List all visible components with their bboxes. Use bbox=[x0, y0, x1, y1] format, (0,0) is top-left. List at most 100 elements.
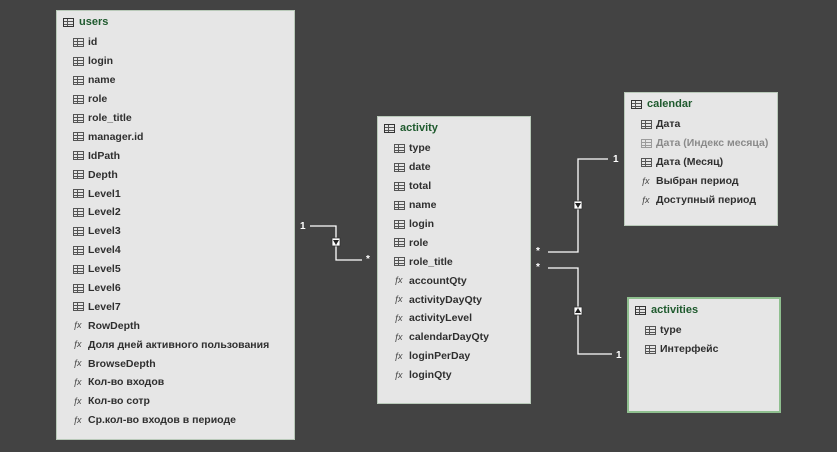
column-field[interactable]: total bbox=[378, 177, 530, 196]
table-header[interactable]: calendar bbox=[625, 93, 777, 115]
measure-icon: ƒx bbox=[394, 350, 403, 361]
column-icon bbox=[73, 170, 84, 180]
column-field[interactable]: role bbox=[378, 233, 530, 252]
column-field[interactable]: login bbox=[57, 52, 294, 71]
column-icon bbox=[645, 344, 656, 354]
measure-field[interactable]: ƒx loginPerDay bbox=[378, 347, 530, 366]
column-icon bbox=[641, 138, 652, 148]
column-icon bbox=[394, 219, 405, 229]
column-field[interactable]: role_title bbox=[378, 252, 530, 271]
column-field[interactable]: Интерфейс bbox=[629, 340, 779, 359]
column-field[interactable]: type bbox=[629, 321, 779, 340]
column-field[interactable]: Depth bbox=[57, 165, 294, 184]
table-icon bbox=[384, 123, 395, 133]
field-label: loginPerDay bbox=[409, 350, 471, 363]
measure-field[interactable]: ƒx RowDepth bbox=[57, 316, 294, 335]
measure-field[interactable]: ƒx Кол-во сотр bbox=[57, 392, 294, 411]
field-label: login bbox=[409, 218, 435, 230]
field-label: calendarDayQty bbox=[409, 331, 489, 344]
column-field[interactable]: name bbox=[378, 196, 530, 215]
column-field[interactable]: Level1 bbox=[57, 184, 294, 203]
cardinality-activity-many-3: * bbox=[536, 262, 540, 273]
field-label: Level1 bbox=[88, 187, 121, 200]
table-icon bbox=[635, 305, 646, 315]
field-label: Level6 bbox=[88, 282, 121, 295]
field-label: manager.id bbox=[88, 130, 144, 143]
filter-direction-arrow-icon bbox=[333, 240, 339, 245]
measure-icon: ƒx bbox=[73, 414, 82, 425]
field-label: loginQty bbox=[409, 369, 452, 382]
table-header[interactable]: users bbox=[57, 11, 294, 33]
column-field[interactable]: type bbox=[378, 139, 530, 158]
column-icon bbox=[73, 113, 84, 123]
field-label: Доступный период bbox=[656, 194, 756, 206]
column-icon bbox=[73, 207, 84, 217]
column-field[interactable]: Level2 bbox=[57, 203, 294, 222]
column-icon bbox=[73, 264, 84, 274]
measure-icon: ƒx bbox=[394, 312, 403, 323]
column-icon bbox=[73, 189, 84, 199]
column-icon bbox=[394, 257, 405, 267]
measure-field[interactable]: ƒx Ср.кол-во входов в периоде bbox=[57, 411, 294, 430]
measure-field[interactable]: ƒx calendarDayQty bbox=[378, 328, 530, 347]
filter-direction-arrow-icon bbox=[575, 203, 581, 208]
field-label: type bbox=[660, 324, 682, 337]
column-field[interactable]: manager.id bbox=[57, 127, 294, 146]
field-label: Кол-во сотр bbox=[88, 395, 150, 408]
column-field[interactable]: name bbox=[57, 71, 294, 90]
column-field[interactable]: Level4 bbox=[57, 241, 294, 260]
column-field[interactable]: Level3 bbox=[57, 222, 294, 241]
column-icon bbox=[394, 181, 405, 191]
column-field[interactable]: Level6 bbox=[57, 279, 294, 298]
column-icon bbox=[73, 302, 84, 312]
column-field[interactable]: Level5 bbox=[57, 260, 294, 279]
field-label: Ср.кол-во входов в периоде bbox=[88, 414, 236, 427]
field-label: Level7 bbox=[88, 300, 121, 313]
table-header[interactable]: activity bbox=[378, 117, 530, 139]
table-icon bbox=[631, 99, 642, 109]
table-header[interactable]: activities bbox=[629, 299, 779, 321]
field-label: Depth bbox=[88, 168, 118, 181]
field-label: IdPath bbox=[88, 149, 121, 162]
measure-icon: ƒx bbox=[73, 339, 82, 350]
field-label: Level4 bbox=[88, 244, 121, 257]
column-field[interactable]: role_title bbox=[57, 109, 294, 128]
table-title: users bbox=[79, 16, 109, 28]
measure-field[interactable]: ƒx Доступный период bbox=[625, 191, 777, 210]
measure-icon: ƒx bbox=[641, 194, 650, 205]
measure-icon: ƒx bbox=[641, 175, 650, 186]
column-field[interactable]: Дата (Месяц) bbox=[625, 153, 777, 172]
column-field[interactable]: role bbox=[57, 90, 294, 109]
measure-icon: ƒx bbox=[394, 294, 403, 305]
cardinality-activity-many-1: * bbox=[366, 254, 370, 265]
field-label: id bbox=[88, 36, 98, 49]
measure-icon: ƒx bbox=[73, 395, 82, 406]
measure-icon: ƒx bbox=[73, 376, 82, 387]
column-icon bbox=[394, 143, 405, 153]
measure-icon: ƒx bbox=[394, 331, 403, 342]
column-field[interactable]: IdPath bbox=[57, 146, 294, 165]
measure-icon: ƒx bbox=[73, 320, 82, 331]
field-label: RowDepth bbox=[88, 319, 140, 332]
column-field[interactable]: Level7 bbox=[57, 297, 294, 316]
field-label: role_title bbox=[88, 112, 132, 124]
column-field[interactable]: login bbox=[378, 215, 530, 234]
column-field[interactable]: id bbox=[57, 33, 294, 52]
cardinality-calendar-one: 1 bbox=[613, 154, 619, 165]
column-field[interactable]: date bbox=[378, 158, 530, 177]
column-field[interactable]: Дата bbox=[625, 115, 777, 134]
column-field[interactable]: Дата (Индекс месяца) bbox=[625, 134, 777, 153]
